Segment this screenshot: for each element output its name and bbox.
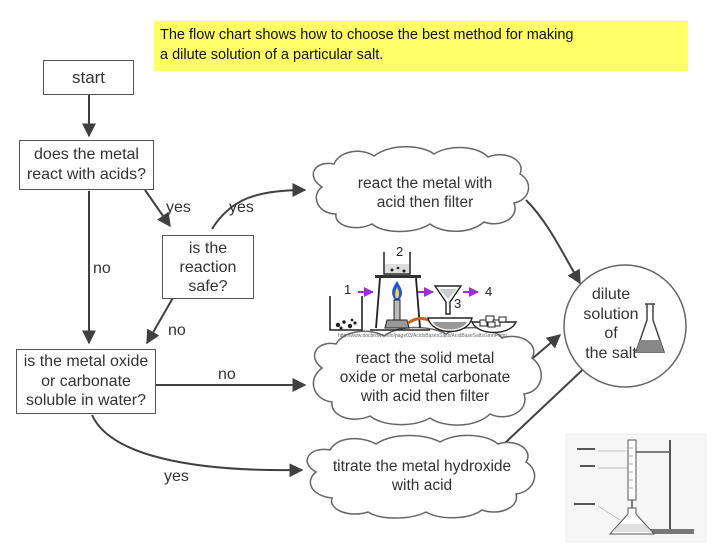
- react-metal-line-2: acid then filter: [376, 194, 474, 211]
- titrate-cloud-text: titrate the metal hydroxide with acid: [314, 457, 530, 495]
- reaction-safe-question-box: is the reaction safe?: [162, 235, 254, 299]
- react-oxide-line-3: with acid then filter: [360, 388, 490, 405]
- bunsen-burner-icon: [393, 299, 401, 321]
- salt-making-apparatus: 1 2 3 4: [329, 244, 518, 334]
- no-label-oxide: no: [218, 366, 236, 383]
- caption-line-1: The flow chart shows how to choose the b…: [160, 27, 574, 43]
- source-url: http://www.docbrown.info/page03/AcidsBas…: [338, 333, 507, 339]
- react-metal-line-1: react the metal with: [357, 175, 493, 192]
- safe-line-3: safe?: [188, 277, 228, 295]
- caption-line-2: a dilute solution of a particular salt.: [160, 47, 384, 63]
- beaker-step1-icon: [329, 296, 363, 331]
- react-oxide-line-2: oxide or metal carbonate: [339, 369, 511, 386]
- oxide-line-1: is the metal oxide: [23, 353, 149, 371]
- result-circle: [563, 264, 687, 388]
- safe-line-2: reaction: [179, 258, 237, 276]
- step-2-label: 2: [396, 244, 403, 259]
- oxide-soluble-question-box: is the metal oxide or carbonate soluble …: [16, 349, 156, 414]
- result-line-2: solution: [583, 305, 639, 323]
- titrate-line-2: with acid: [391, 477, 453, 494]
- conical-flask-icon: [634, 303, 666, 353]
- result-text: dilute solution of the salt: [566, 285, 656, 363]
- titrate-line-1: titrate the metal hydroxide: [332, 458, 512, 475]
- caption-box: The flow chart shows how to choose the b…: [154, 21, 688, 71]
- cloud-titrate: [306, 434, 536, 519]
- react-metal-cloud-text: react the metal with acid then filter: [330, 174, 520, 212]
- cloud-react-oxide: [312, 326, 542, 426]
- arrow-question-to-safe: [144, 189, 171, 228]
- connector-arrows: [82, 95, 595, 478]
- react-oxide-cloud-text: react the solid metal oxide or metal car…: [322, 349, 528, 406]
- metal-reacts-question-box: does the metal react with acids?: [19, 140, 154, 190]
- filter-funnel-icon: [433, 285, 463, 315]
- result-line-3: of: [604, 325, 618, 342]
- arrow-titrate-to-result: [504, 359, 595, 444]
- oxide-line-2: or carbonate: [41, 372, 131, 390]
- gauze-icon: [375, 275, 421, 278]
- step-4-label: 4: [485, 284, 492, 299]
- start-box: start: [43, 60, 134, 95]
- question-line-1: does the metal: [34, 146, 139, 163]
- step-1-label: 1: [344, 282, 351, 297]
- start-label: start: [71, 67, 106, 87]
- arrow-react-oxide-to-result: [532, 334, 562, 359]
- arrow-react-metal-to-result: [525, 199, 581, 285]
- yes-label-2: yes: [229, 199, 254, 216]
- safe-line-1: is the: [188, 239, 228, 257]
- salt-crystals-icon: [479, 315, 507, 328]
- result-line-4: the salt: [585, 344, 637, 362]
- burette-icon: [627, 439, 637, 501]
- clouds: [306, 146, 542, 519]
- question-line-2: react with acids?: [26, 166, 147, 183]
- no-label-safe: no: [168, 322, 186, 339]
- titration-apparatus: [565, 433, 707, 543]
- step-3-label: 3: [454, 296, 461, 311]
- yes-label-1: yes: [166, 199, 191, 216]
- arrow-yes-to-titrate: [91, 414, 304, 478]
- react-oxide-line-1: react the solid metal: [355, 350, 495, 367]
- result-line-1: dilute: [591, 286, 631, 303]
- cloud-react-metal: [312, 146, 530, 233]
- arrow-yes-to-react-metal: [211, 183, 307, 230]
- yes-label-titrate: yes: [164, 468, 189, 485]
- oxide-line-3: soluble in water?: [25, 392, 147, 410]
- no-label-left: no: [93, 260, 111, 277]
